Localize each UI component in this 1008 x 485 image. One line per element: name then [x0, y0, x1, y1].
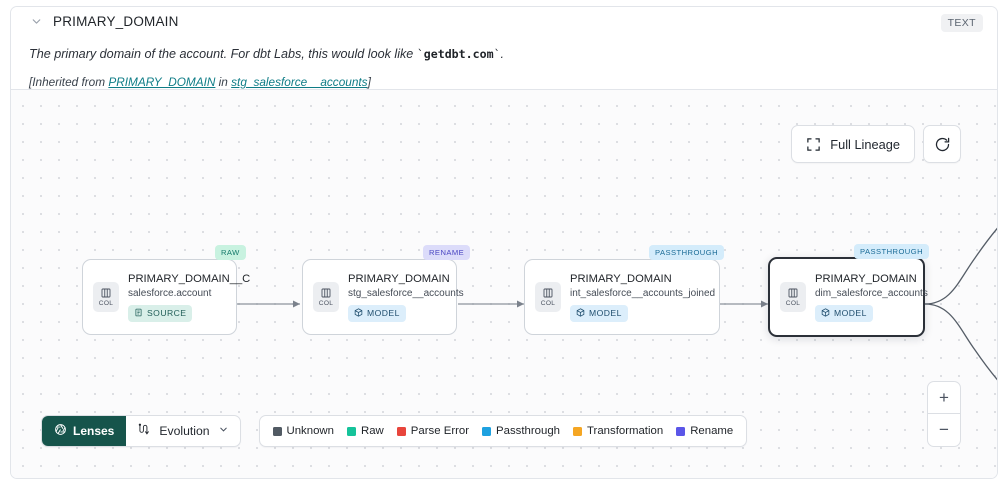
canvas-toolbar: Full Lineage [791, 125, 961, 163]
legend-label: Parse Error [410, 425, 470, 437]
legend-label: Unknown [286, 425, 335, 437]
node-kind-badge: SOURCE [128, 304, 193, 322]
legend-label: Transformation [587, 425, 664, 437]
legend-item: Passthrough [482, 425, 560, 437]
node-tag-raw: RAW [215, 245, 246, 260]
node-kind-label: MODEL [834, 308, 867, 318]
node-table-name: dim_salesforce_accounts [815, 287, 928, 299]
header-divider [11, 89, 997, 90]
legend-swatch-unknown [272, 426, 282, 436]
column-badge: COL [93, 282, 119, 312]
column-description: The primary domain of the account. For d… [29, 47, 504, 61]
node-kind-label: SOURCE [147, 308, 187, 318]
column-badge: COL [535, 282, 561, 312]
evolution-label: Evolution [159, 424, 210, 438]
legend-item: Rename [676, 425, 733, 437]
lineage-node-stg-salesforce-accounts[interactable]: COL PRIMARY_DOMAIN stg_salesforce__accou… [302, 259, 464, 335]
lineage-node-int-salesforce-accounts-joined[interactable]: COL PRIMARY_DOMAIN int_salesforce__accou… [524, 259, 720, 335]
card-header: PRIMARY_DOMAIN TEXT The primary domain o… [11, 7, 997, 90]
legend-swatch-rename [676, 426, 686, 436]
evolution-dropdown[interactable]: Evolution [126, 416, 239, 446]
legend-item: Parse Error [396, 425, 470, 437]
node-tag-passthrough: PASSTHROUGH [854, 244, 930, 259]
zoom-in-button[interactable]: + [928, 382, 960, 414]
lineage-node-dim-salesforce-accounts[interactable]: COL PRIMARY_DOMAIN dim_salesforce_accoun… [768, 257, 928, 337]
legend-swatch-transformation [573, 426, 582, 436]
description-period: . [500, 47, 505, 61]
inherited-column-link[interactable]: PRIMARY_DOMAIN [108, 75, 216, 89]
legend-item: Unknown [272, 425, 335, 437]
column-badge-label: COL [785, 300, 801, 307]
node-tag-passthrough: PASSTHROUGH [649, 245, 725, 260]
cube-icon [576, 307, 585, 319]
column-badge: COL [313, 282, 339, 312]
legend-label: Raw [361, 425, 384, 437]
legend-label: Passthrough [496, 425, 560, 437]
legend-swatch-raw [347, 426, 356, 436]
legend-item: Transformation [573, 425, 663, 437]
node-kind-badge: MODEL [348, 304, 406, 322]
chevron-down-icon [218, 424, 229, 438]
node-column-name: PRIMARY_DOMAIN [815, 272, 917, 285]
refresh-icon [934, 136, 951, 153]
node-body: PRIMARY_DOMAIN dim_salesforce_accounts M… [815, 273, 928, 322]
node-kind-label: MODEL [589, 308, 622, 318]
node-body: PRIMARY_DOMAIN stg_salesforce__accounts … [348, 273, 464, 322]
type-badge: TEXT [940, 14, 983, 32]
lineage-node-salesforce-account[interactable]: COL PRIMARY_DOMAIN__C salesforce.account… [82, 259, 250, 335]
lineage-canvas[interactable]: RAW COL PRIMARY_DOMAIN__C salesforce.acc… [11, 90, 997, 478]
lineage-legend: Unknown Raw Parse Error Passthrough [258, 415, 748, 447]
description-code: getdbt.com [423, 47, 494, 61]
node-table-name: salesforce.account [128, 287, 212, 299]
column-badge: COL [780, 282, 806, 312]
zoom-out-button[interactable]: − [939, 420, 949, 439]
node-kind-badge: MODEL [815, 304, 873, 322]
lenses-button[interactable]: Lenses [42, 416, 127, 446]
refresh-button[interactable] [923, 125, 961, 163]
full-lineage-button[interactable]: Full Lineage [791, 125, 915, 163]
backtick-open: ` [416, 47, 424, 61]
node-tag-rename: RENAME [423, 245, 471, 260]
lenses-label: Lenses [73, 424, 115, 438]
canvas-bottom-bar: Lenses Evolution U [41, 415, 748, 447]
full-lineage-label: Full Lineage [830, 136, 900, 152]
description-text: The primary domain of the account. For d… [29, 47, 417, 61]
column-badge-label: COL [318, 300, 334, 307]
lenses-group: Lenses Evolution [41, 415, 241, 447]
document-icon [134, 308, 143, 319]
legend-swatch-passthrough [482, 426, 492, 436]
inherited-middle: in [215, 75, 232, 89]
legend-item: Raw [347, 425, 384, 437]
zoom-controls: + − [927, 381, 961, 447]
backtick-close: ` [493, 47, 501, 61]
column-badge-label: COL [540, 300, 556, 307]
evolution-path-icon [137, 423, 151, 440]
node-kind-badge: MODEL [570, 304, 628, 322]
inherited-suffix: ] [367, 75, 371, 89]
node-table-name: int_salesforce__accounts_joined [570, 287, 716, 299]
node-column-name: PRIMARY_DOMAIN__C [128, 272, 251, 285]
cube-icon [354, 307, 363, 319]
node-column-name: PRIMARY_DOMAIN [348, 272, 450, 285]
inherited-prefix: [Inherited from [29, 75, 109, 89]
node-body: PRIMARY_DOMAIN__C salesforce.account SOU… [128, 273, 250, 322]
node-table-name: stg_salesforce__accounts [348, 287, 464, 299]
chevron-down-icon[interactable] [29, 15, 43, 29]
aperture-icon [54, 423, 67, 439]
expand-icon [806, 137, 821, 152]
cube-icon [821, 307, 830, 319]
column-detail-card: PRIMARY_DOMAIN TEXT The primary domain o… [10, 6, 998, 479]
node-body: PRIMARY_DOMAIN int_salesforce__accounts_… [570, 273, 715, 322]
inherited-from-note: [Inherited from PRIMARY_DOMAIN in stg_sa… [29, 75, 371, 89]
inherited-model-link[interactable]: stg_salesforce__accounts [231, 75, 368, 89]
legend-label: Rename [690, 425, 734, 437]
header-title-row[interactable]: PRIMARY_DOMAIN [29, 14, 179, 29]
node-kind-label: MODEL [367, 308, 400, 318]
legend-swatch-parse-error [396, 426, 406, 436]
column-badge-label: COL [98, 300, 114, 307]
page-title: PRIMARY_DOMAIN [53, 14, 179, 29]
node-column-name: PRIMARY_DOMAIN [570, 272, 672, 285]
